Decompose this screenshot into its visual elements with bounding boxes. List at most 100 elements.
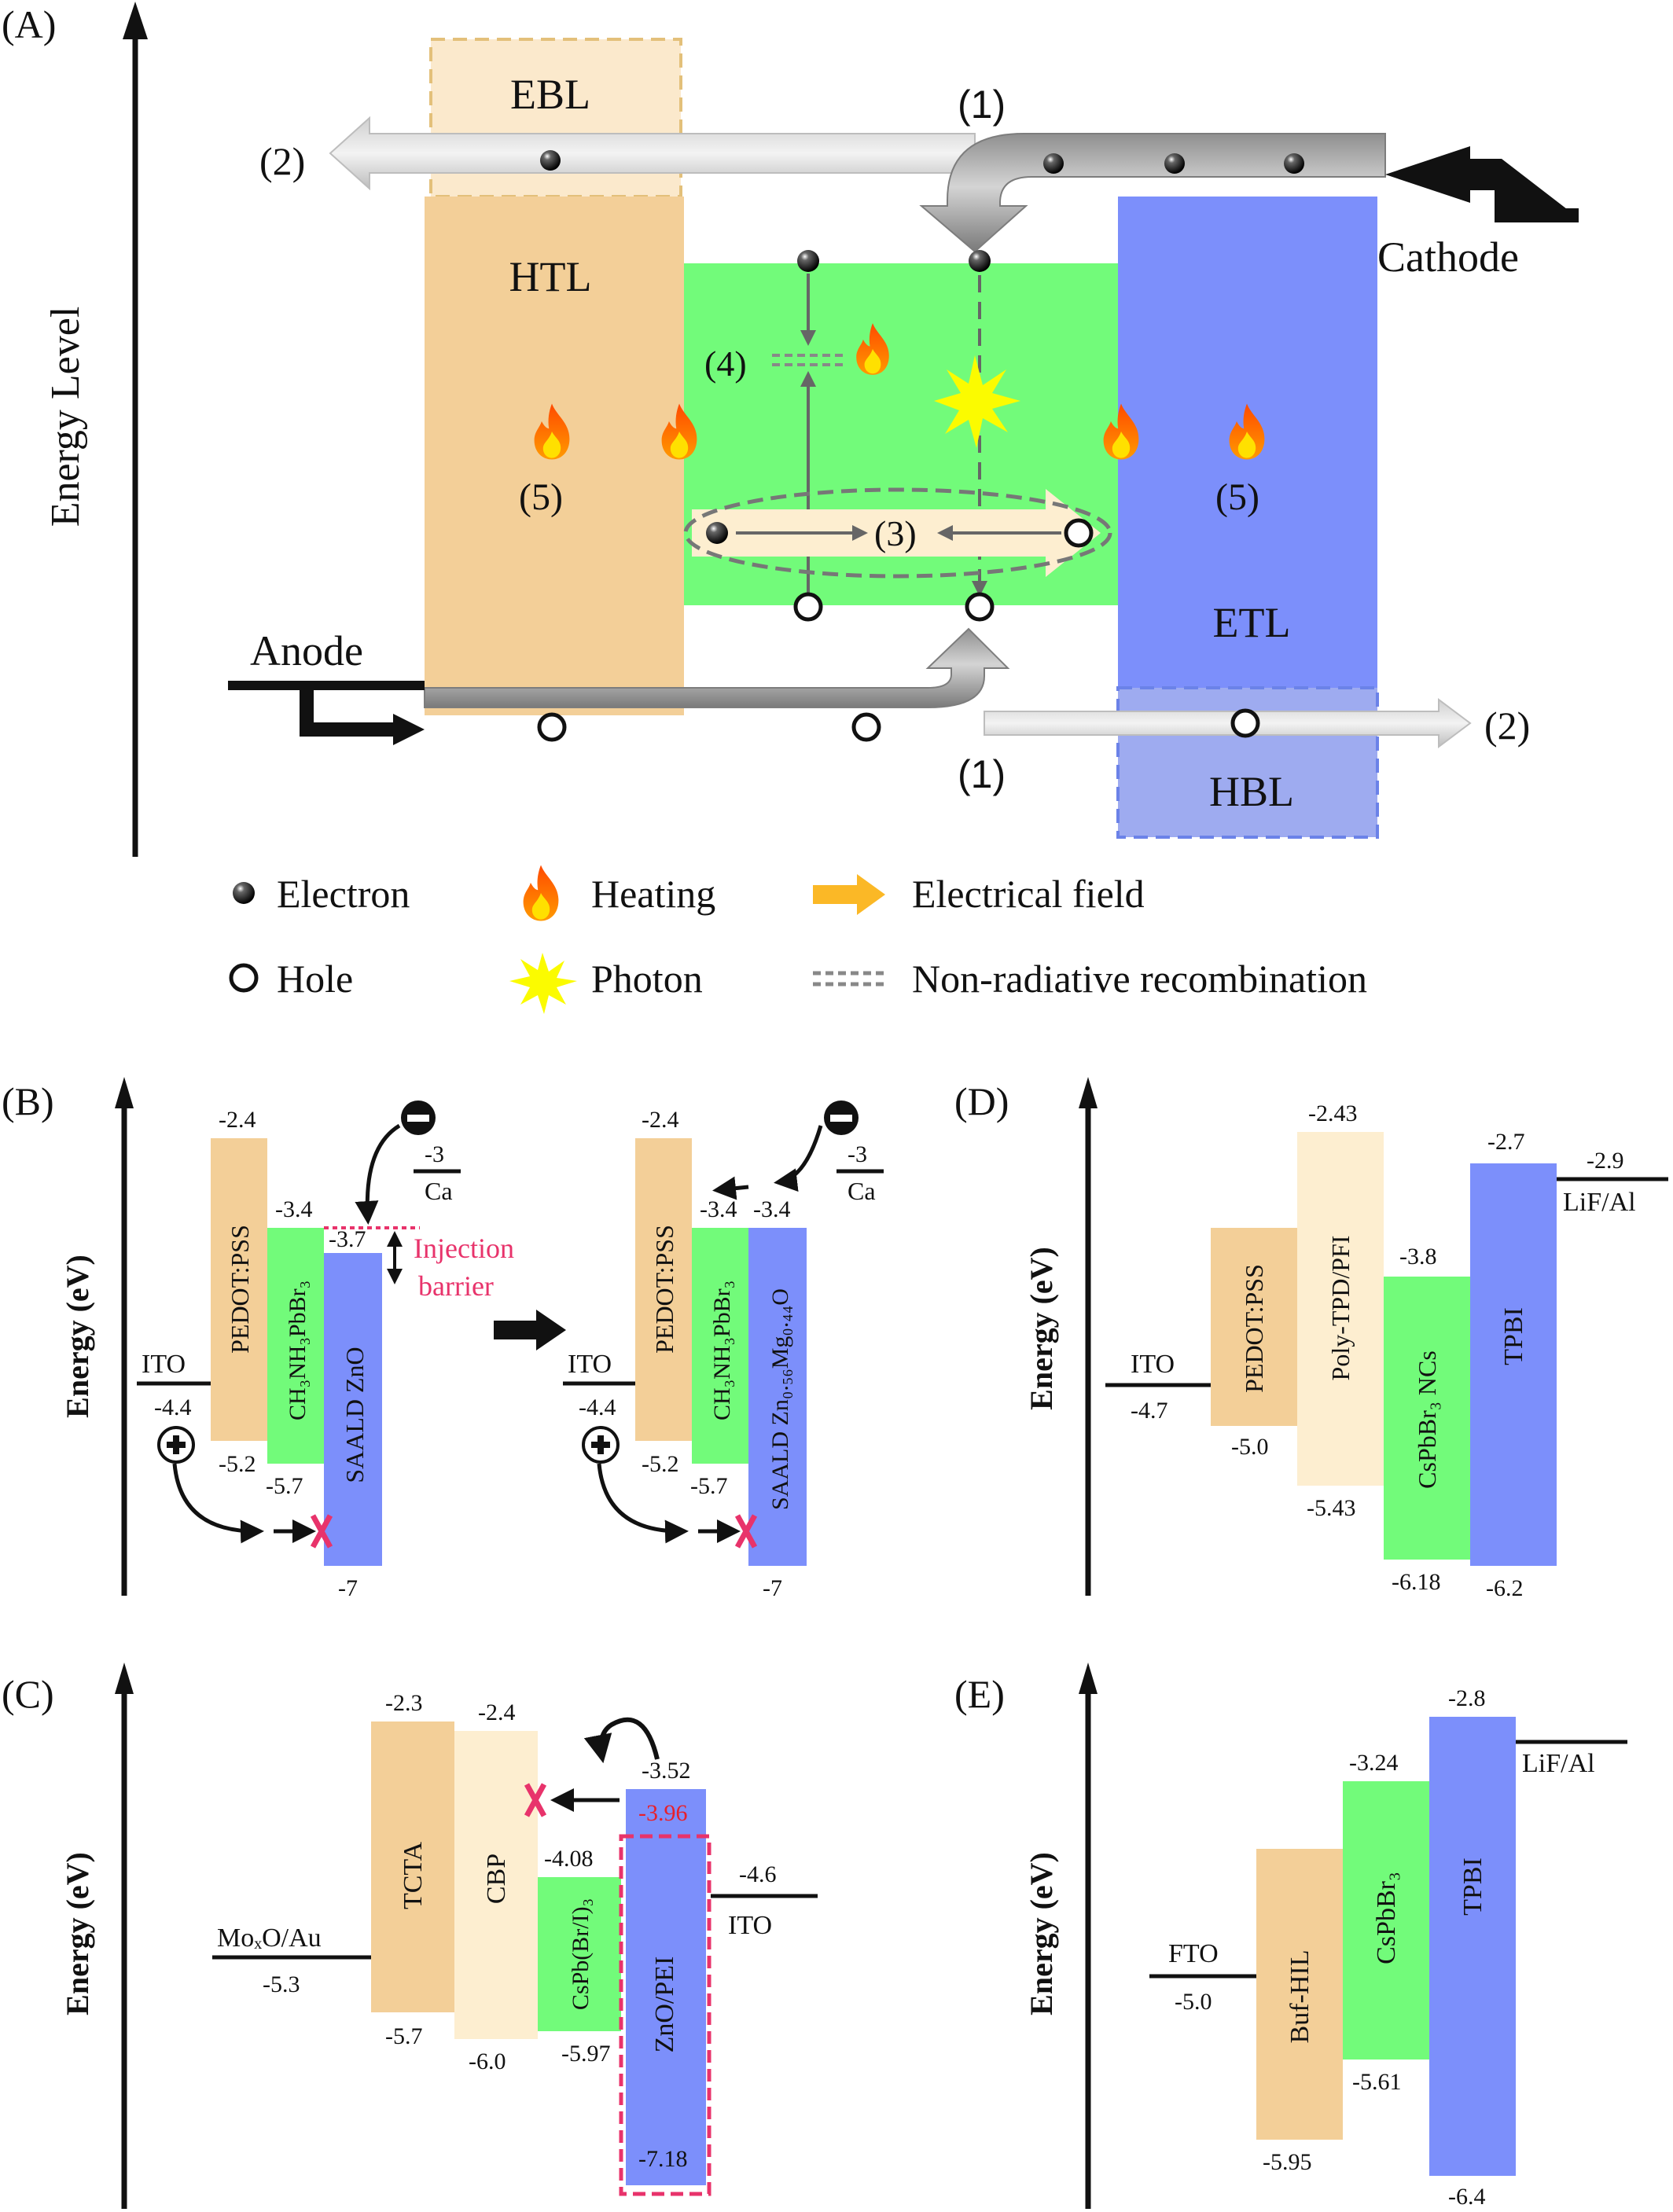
- anode-value: -5.3: [263, 1971, 300, 1997]
- ito-label: ITO: [142, 1350, 186, 1379]
- cross-icon: [734, 1514, 758, 1549]
- process-label-1-bottom: (1): [958, 752, 1006, 796]
- field-quench-ellipse: [683, 487, 1112, 579]
- zno-pei-highlight: [619, 1834, 711, 2196]
- tcta-bot: -5.7: [385, 2023, 423, 2049]
- legend-nonrad: Non-radiative recombination: [912, 957, 1367, 1001]
- electron-icon: [797, 250, 819, 272]
- perov-top-right: -3.4: [700, 1196, 737, 1222]
- tcta-block: [371, 1721, 454, 2012]
- panel-d-y-axis-arrowhead: [1079, 1077, 1098, 1108]
- pedot-name-d: PEDOT:PSS: [1240, 1264, 1268, 1393]
- perov-bot-c: -5.97: [561, 2041, 611, 2067]
- tpbi-bot-e: -6.4: [1448, 2184, 1486, 2210]
- perov-top-e: -3.24: [1349, 1750, 1399, 1776]
- legend-hole: Hole: [277, 957, 353, 1001]
- cbp-bot: -6.0: [469, 2048, 506, 2074]
- panel-b: (B) Energy (eV) ITO -4.4 -2.4 -5.2 PEDOT…: [2, 1077, 884, 1601]
- polytpd-bot: -5.43: [1307, 1495, 1356, 1521]
- electron-icon: [233, 882, 255, 904]
- perov-name-e: CsPbBr₃: [1372, 1872, 1401, 1964]
- panel-a: (A) Energy Level EBL HTL ETL HBL Cathode…: [2, 2, 1579, 1014]
- electron-injection-arrow: [355, 1123, 401, 1225]
- hole-icon: [1064, 518, 1094, 548]
- bufhil-name: Buf-HIL: [1285, 1950, 1314, 2044]
- ito-value-right: -4.4: [579, 1394, 616, 1420]
- pedot-name-right: PEDOT:PSS: [650, 1225, 678, 1354]
- panel-c-label: (C): [2, 1672, 54, 1716]
- process-label-2-bottom: (2): [1484, 704, 1530, 748]
- polytpd-top: -2.43: [1308, 1100, 1358, 1126]
- perov-bot-e: -5.61: [1352, 2069, 1402, 2095]
- plus-icon-cross: [591, 1435, 610, 1454]
- tpbi-block-e: [1429, 1717, 1516, 2176]
- lifal-label-d: LiF/Al: [1563, 1188, 1636, 1217]
- polytpd-name: Poly-TPD/PFI: [1326, 1236, 1355, 1381]
- process-label-5-right: (5): [1215, 476, 1259, 518]
- panel-e-label: (E): [954, 1672, 1005, 1716]
- zno-bot: -7: [338, 1575, 358, 1601]
- tpbi-top-d: -2.7: [1487, 1129, 1525, 1155]
- process-label-5-left: (5): [519, 476, 563, 518]
- anode-label: Anode: [250, 627, 363, 674]
- ito-value-d: -4.7: [1131, 1398, 1168, 1424]
- perov-top-c: -4.08: [544, 1846, 594, 1872]
- ito-label-c: ITO: [728, 1911, 772, 1940]
- hole-injection-pipe: [424, 627, 1010, 708]
- flame-icon: [523, 865, 559, 921]
- tpbi-name-d: TPBI: [1499, 1307, 1528, 1365]
- perov-top: -3.4: [275, 1196, 313, 1222]
- process-label-4: (4): [704, 344, 747, 384]
- perov-bot-d: -6.18: [1392, 1569, 1441, 1595]
- field-arrow-icon: [813, 874, 885, 915]
- barrier-label-line2: barrier: [418, 1270, 494, 1302]
- znmgo-block: [748, 1228, 807, 1566]
- polytpd-block: [1297, 1132, 1384, 1486]
- plus-icon-cross: [167, 1435, 186, 1454]
- transition-arrow: [494, 1310, 566, 1350]
- panel-b-y-axis-label: Energy (eV): [60, 1255, 95, 1418]
- panel-a-label: (A): [2, 2, 56, 46]
- pedot-name: PEDOT:PSS: [226, 1225, 254, 1354]
- zno-top: -3.7: [329, 1226, 366, 1252]
- minus-icon-bar: [407, 1115, 429, 1122]
- panel-d-y-axis-label: Energy (eV): [1024, 1247, 1059, 1410]
- hole-icon: [537, 712, 567, 742]
- ca-label: Ca: [425, 1177, 453, 1205]
- bufhil-bot: -5.95: [1263, 2149, 1312, 2175]
- zno-pei-block: [626, 1789, 706, 2185]
- panel-c-y-axis-label: Energy (eV): [60, 1852, 95, 2015]
- ito-value: -4.4: [154, 1394, 192, 1420]
- perov-name-right: CH₃NH₃PbBr₃: [709, 1281, 735, 1420]
- hole-injection-arrow: [172, 1463, 264, 1544]
- pedot-block-right: [635, 1138, 692, 1441]
- hole-icon: [851, 712, 881, 742]
- pedot-top-right: -2.4: [642, 1107, 679, 1133]
- ca-label-right: Ca: [848, 1177, 876, 1205]
- ito-label-d: ITO: [1131, 1350, 1175, 1379]
- panel-b-label: (B): [2, 1079, 54, 1123]
- pedot-bot: -5.2: [219, 1451, 256, 1477]
- panel-a-y-axis-label: Energy Level: [43, 307, 88, 527]
- barrier-label-line1: Injection: [414, 1233, 514, 1264]
- tpbi-name-e: TPBI: [1458, 1857, 1487, 1916]
- perov-name: CH₃NH₃PbBr₃: [285, 1281, 311, 1420]
- panel-a-y-axis-arrowhead: [123, 2, 148, 39]
- tcta-name: TCTA: [399, 1842, 428, 1909]
- perov-bot: -5.7: [266, 1473, 303, 1499]
- pedot-bot-d: -5.0: [1231, 1434, 1269, 1460]
- ca-value: -3: [425, 1141, 444, 1167]
- perov-name-d: CsPbBr₃ NCs: [1413, 1350, 1441, 1489]
- panel-e-y-axis-label: Energy (eV): [1024, 1852, 1059, 2015]
- hole-injection-arrow-right: [597, 1463, 689, 1544]
- htl-label: HTL: [509, 253, 592, 300]
- perov-block-e: [1343, 1781, 1429, 2060]
- etl-label: ETL: [1213, 599, 1291, 646]
- tpbi-block-d: [1470, 1163, 1557, 1566]
- electron-icon: [1043, 153, 1064, 174]
- hole-leak-pipe: [984, 698, 1472, 748]
- anode-line: [300, 685, 401, 737]
- process-label-3: (3): [874, 513, 917, 553]
- ito-label-right: ITO: [568, 1350, 612, 1379]
- panel-c-y-axis-arrowhead: [115, 1663, 134, 1694]
